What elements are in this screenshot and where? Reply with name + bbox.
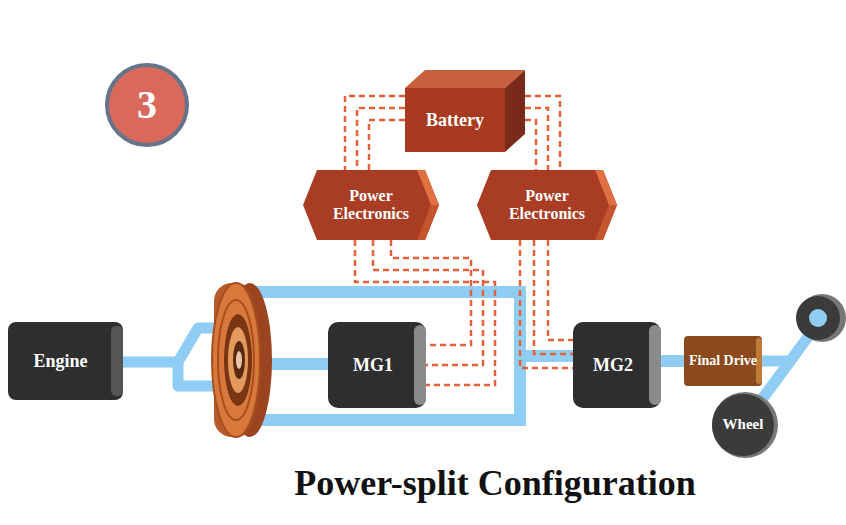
- node-label: 3: [137, 82, 157, 128]
- final-drive: Final Drive: [684, 336, 762, 386]
- wheel: Wheel: [710, 392, 776, 458]
- upper-wheel: [796, 294, 846, 342]
- connector-path: [525, 108, 548, 170]
- node-label: MG2: [593, 355, 633, 376]
- motor-generator: MG2: [573, 322, 661, 408]
- connector-path: [525, 120, 536, 170]
- power-wire: [520, 240, 573, 368]
- node-label: Engine: [33, 351, 87, 372]
- connector-path: [525, 96, 560, 170]
- power-electronics: Power Electronics: [477, 170, 617, 240]
- motor-generator: MG1: [328, 322, 426, 408]
- connector-path: [369, 120, 405, 170]
- diagram-title: Power-split Configuration: [110, 462, 846, 504]
- engine-block: Engine: [8, 322, 123, 400]
- node-label: Power Electronics: [317, 187, 425, 224]
- node-label: MG1: [353, 355, 393, 376]
- callout-circle: 3: [105, 63, 189, 147]
- power-wire: [345, 96, 405, 170]
- ring-shaft: [250, 292, 576, 420]
- planetary-gear: [212, 283, 272, 437]
- connector-path: [548, 240, 573, 340]
- node-label: Battery: [426, 110, 484, 131]
- drive-shaft: [762, 361, 790, 398]
- connector-path: [534, 240, 573, 354]
- connector-path: [661, 355, 684, 367]
- connector-path: [762, 361, 790, 398]
- drive-shaft: [661, 361, 684, 362]
- node-label: Wheel: [723, 416, 764, 433]
- power-wire: [525, 96, 560, 170]
- node-label: Power Electronics: [491, 187, 603, 224]
- node-label: Final Drive: [689, 353, 757, 369]
- connector-path: [520, 240, 573, 368]
- connector-path: [357, 108, 405, 170]
- connector-path: [345, 96, 405, 170]
- power-electronics: Power Electronics: [303, 170, 439, 240]
- battery-box: Battery: [405, 68, 525, 152]
